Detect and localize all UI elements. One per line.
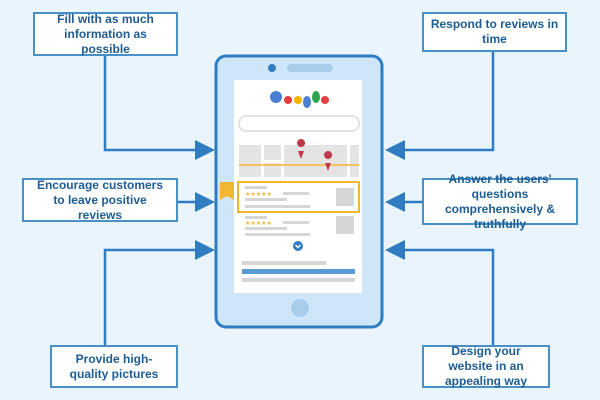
- chevron-down-icon: [293, 241, 303, 251]
- search-bar: [238, 115, 360, 132]
- rating-stars: ★★★★★: [245, 220, 272, 227]
- arrow-right-bottom: [385, 240, 495, 345]
- map: [239, 139, 359, 177]
- arrow-left-bottom: [103, 240, 215, 345]
- tip-high-quality-pictures: Provide high-quality pictures: [50, 345, 178, 388]
- arrow-right-top: [385, 52, 495, 160]
- star-badge-icon: [220, 182, 234, 200]
- camera-icon: [268, 64, 276, 72]
- google-logo: [270, 91, 329, 108]
- speaker-icon: [287, 64, 333, 72]
- home-button: [291, 299, 309, 317]
- tip-answer-questions: Answer the users' questions comprehensiv…: [422, 172, 578, 231]
- tip-fill-information: Fill with as much information as possibl…: [33, 12, 178, 56]
- tip-design-website: Design your website in an appealing way: [422, 344, 550, 388]
- rating-stars: ★★★★★: [245, 191, 272, 198]
- connector-arrows: [103, 52, 495, 345]
- arrow-left-top: [103, 55, 215, 160]
- map-pin-icon: [324, 151, 333, 171]
- tip-encourage-reviews: Encourage customers to leave positive re…: [22, 178, 178, 222]
- phone-illustration: ★★★★★ ★★★★★: [214, 54, 384, 329]
- map-pin-icon: [297, 139, 306, 159]
- tip-respond-reviews: Respond to reviews in time: [422, 12, 567, 52]
